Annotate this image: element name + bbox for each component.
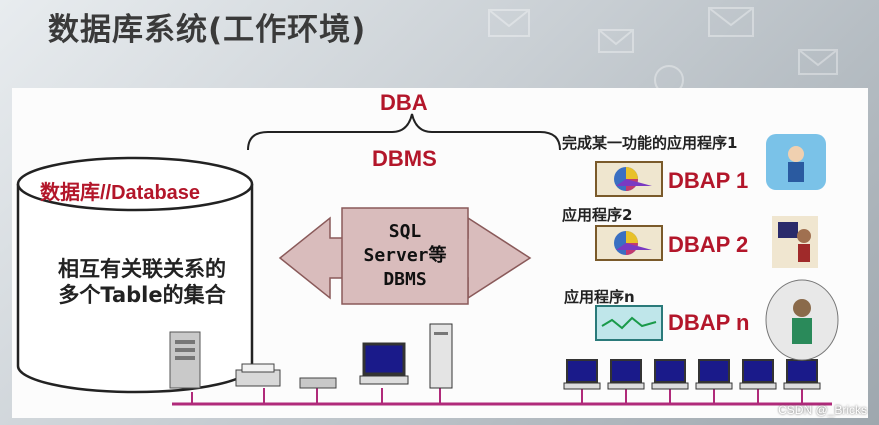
client-computers — [566, 359, 818, 383]
center-line3: DBMS — [383, 269, 427, 290]
database-description: 相互有关联关系的 多个Table的集合 — [32, 256, 252, 308]
app-note-1: 完成某一功能的应用程序1 — [562, 134, 738, 152]
center-line2: Server等 — [363, 245, 447, 266]
user-at-computer-icon — [765, 279, 839, 361]
diagram-graphics — [16, 113, 839, 406]
dba-brace — [247, 113, 561, 151]
pie-chart-icon — [595, 225, 663, 261]
dbap-n-label: DBAP n — [668, 310, 750, 335]
user-at-computer-icon — [766, 134, 826, 190]
center-line1: SQL — [388, 221, 422, 242]
user-at-computer-icon — [772, 216, 818, 268]
dbap-2-label: DBAP 2 — [668, 232, 749, 257]
app-note-2: 应用程序2 — [562, 206, 633, 224]
database-desc-line1: 相互有关联关系的 — [58, 257, 226, 281]
printer-icon — [235, 363, 281, 387]
pie-chart-icon — [595, 161, 663, 197]
database-label: 数据库//Database — [40, 182, 201, 204]
desktop-computer-icon — [359, 323, 453, 389]
dba-label: DBA — [380, 90, 428, 115]
hub-icon — [299, 377, 337, 389]
watermark: CSDN @_Bricks — [778, 403, 867, 417]
server-tower-icon — [169, 331, 201, 389]
database-desc-line2: 多个Table的集合 — [58, 283, 226, 307]
diagram-panel: DBA DBMS 数据库//Database 相互有关联关系的 多个Table的… — [12, 88, 868, 418]
line-chart-icon — [595, 305, 663, 341]
dbap-1-label: DBAP 1 — [668, 168, 749, 193]
center-box-bg — [341, 207, 469, 305]
dbms-label: DBMS — [372, 146, 437, 171]
page-title: 数据库系统(工作环境) — [48, 12, 367, 48]
app-note-n: 应用程序n — [564, 288, 635, 306]
dbms-center-box: SQL Server等 DBMS — [342, 208, 468, 304]
